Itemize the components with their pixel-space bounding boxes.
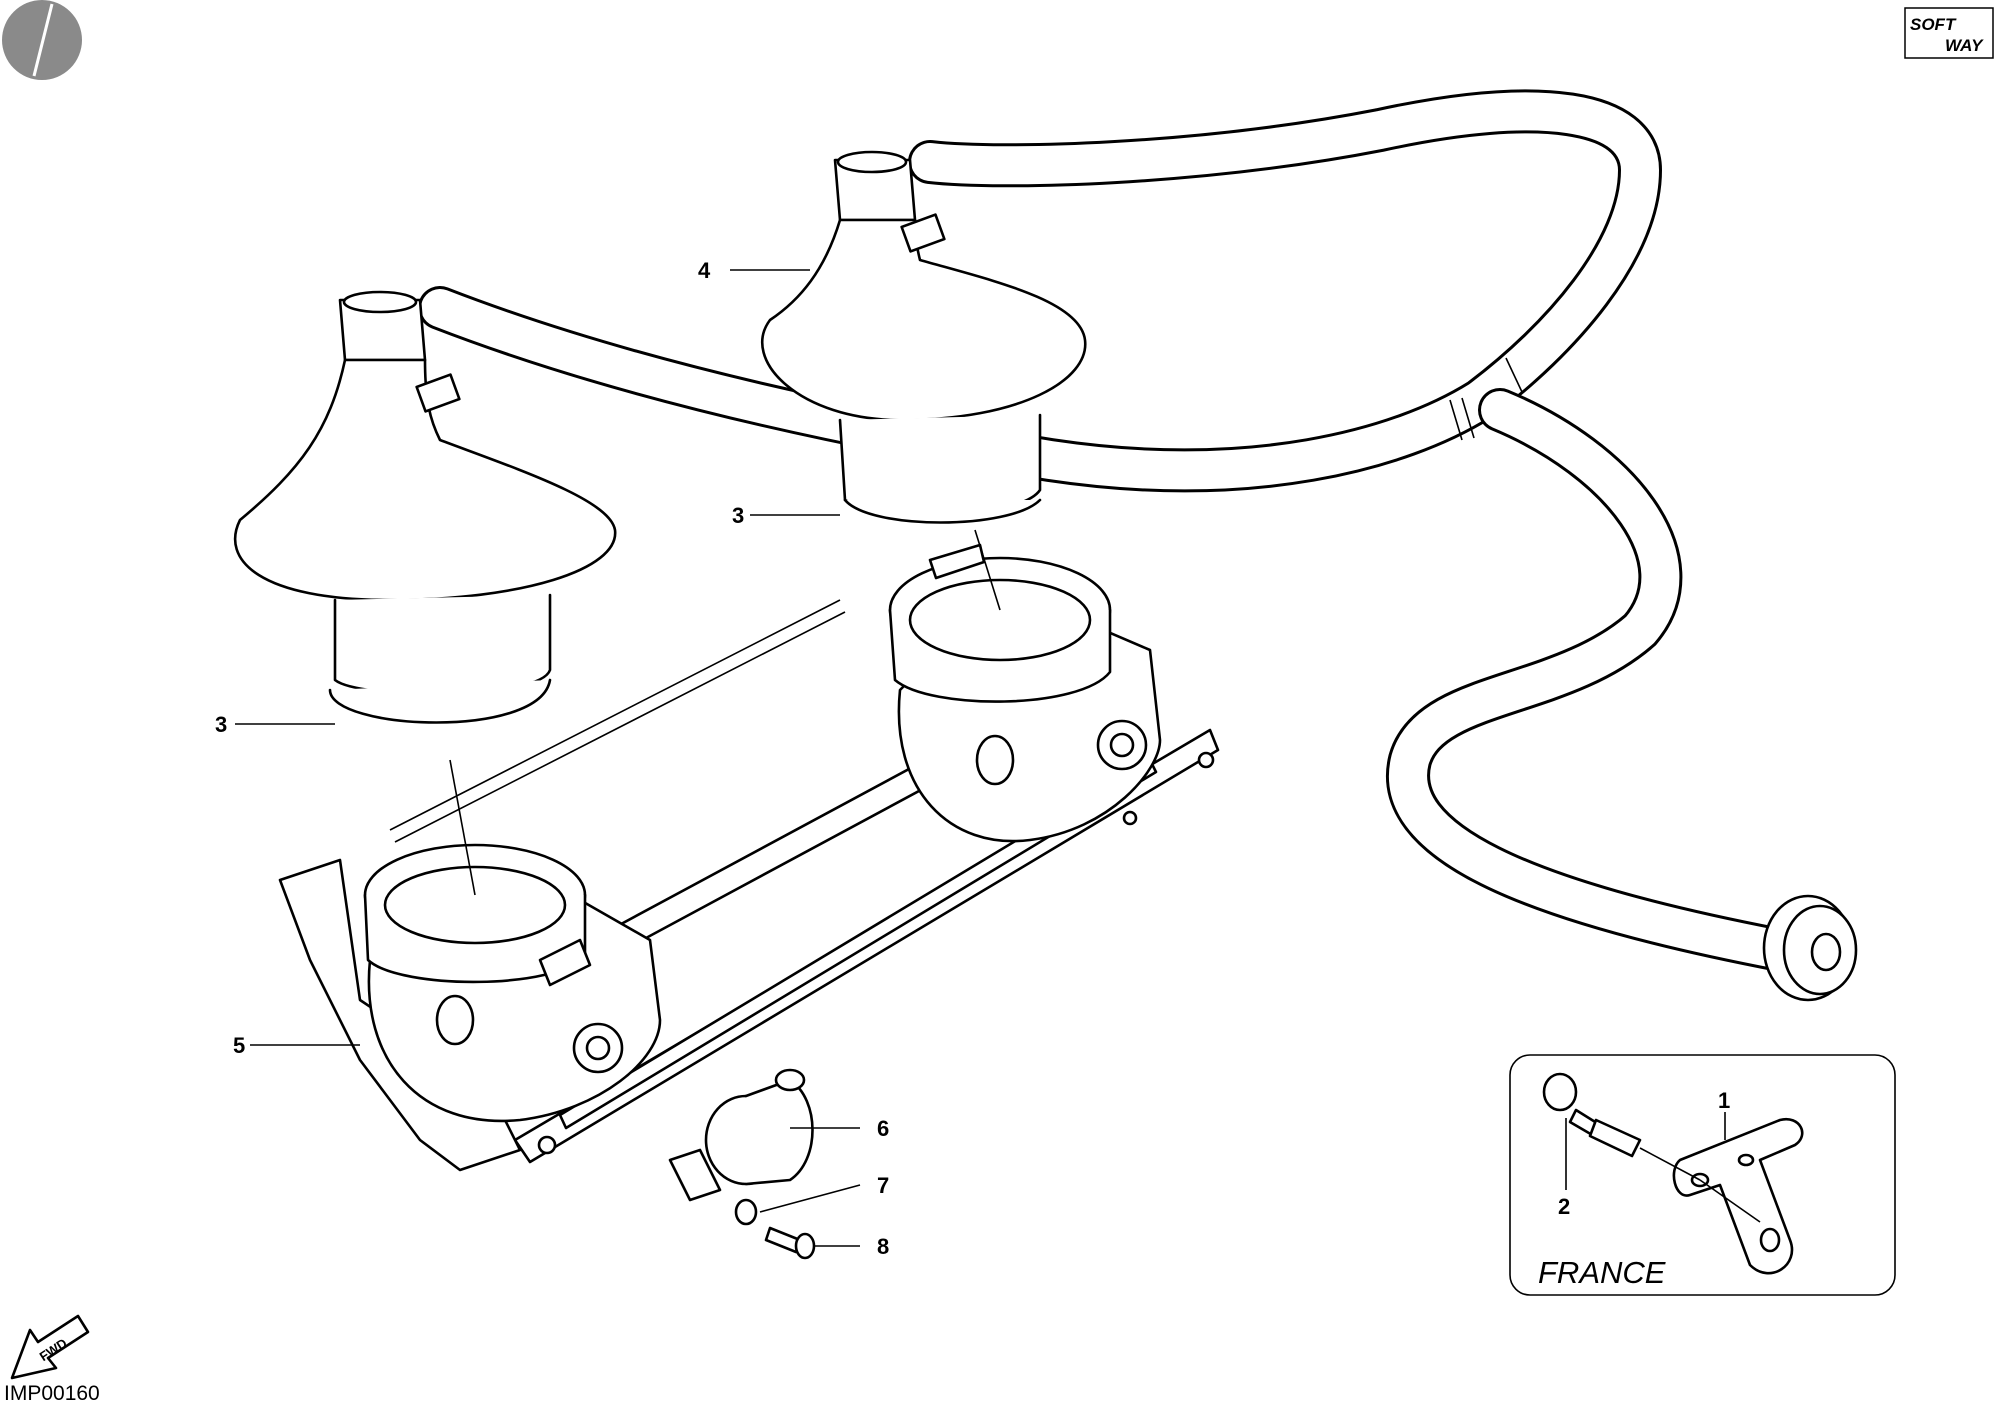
vacuum-hose <box>418 89 1802 972</box>
callout-2: 2 <box>1558 1194 1570 1219</box>
hose-end-cap <box>1762 894 1858 1002</box>
callout-8: 8 <box>877 1234 889 1259</box>
brand-bottom-text: WAY <box>1945 36 1984 55</box>
inset-label-france: FRANCE <box>1538 1255 1666 1290</box>
callout-3-lower: 3 <box>215 712 227 737</box>
throttle-body-right <box>888 543 1162 843</box>
inset-france: 1 2 FRANCE <box>1509 1054 1896 1296</box>
callout-3-upper: 3 <box>732 503 744 528</box>
air-funnel-left <box>233 290 617 724</box>
air-funnel-right <box>760 150 1087 524</box>
drawing-code: IMP00160 <box>4 1382 100 1405</box>
softway-logo: SOFT WAY <box>1904 7 1994 59</box>
forward-arrow-icon: FWD <box>10 1314 90 1380</box>
brand-top-text: SOFT <box>1910 15 1957 34</box>
corner-disc-icon <box>2 0 82 80</box>
callout-4: 4 <box>698 258 711 283</box>
throttle-body-left <box>278 843 662 1172</box>
sensor-assembly <box>668 1068 816 1260</box>
callout-5: 5 <box>233 1033 245 1058</box>
leader-lines <box>235 269 1001 1247</box>
callout-7: 7 <box>877 1173 889 1198</box>
callout-6: 6 <box>877 1116 889 1141</box>
callout-1: 1 <box>1718 1088 1730 1113</box>
